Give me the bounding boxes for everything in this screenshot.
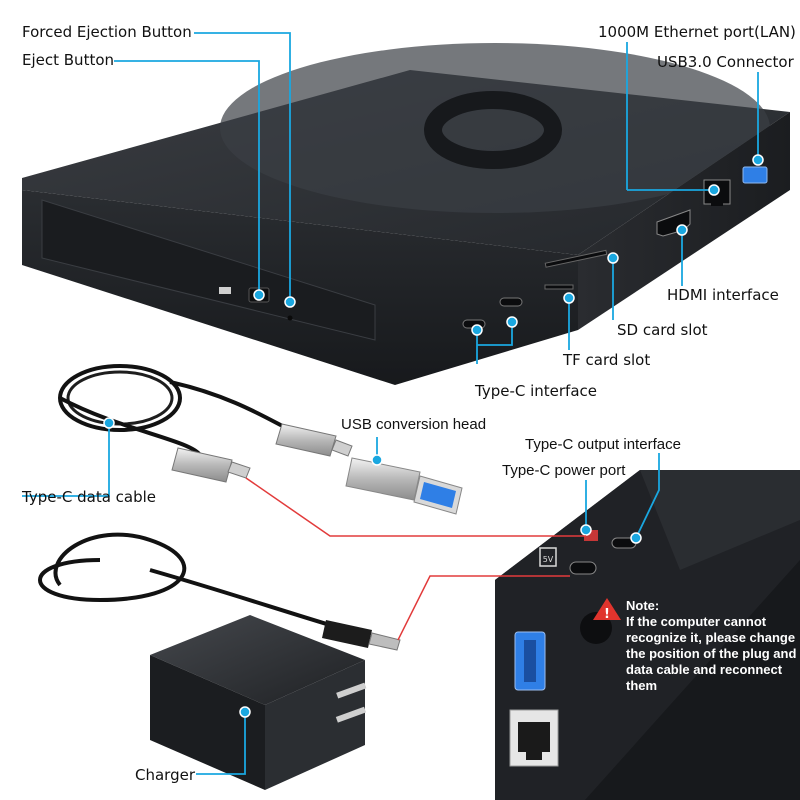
usb-conversion-head [345,457,463,515]
usb-c-port-icon [499,297,523,307]
usb-c-port-icon [569,561,597,575]
usb-port-icon [742,166,768,184]
label-ethernet-port: 1000M Ethernet port(LAN) [598,23,796,41]
label-type-c-power-port: Type-C power port [502,462,626,479]
svg-text:5V: 5V [543,555,554,564]
label-usb-conversion-head: USB conversion head [341,416,487,433]
label-charger: Charger [135,766,195,784]
forced-ejection-hole-icon [287,315,293,321]
sd-slot-icon [544,249,608,268]
label-usb30-connector: USB3.0 Connector [657,53,794,71]
label-type-c-output: Type-C output interface [525,436,681,453]
tf-slot-icon [544,284,574,290]
side-view-zoom: 5V ! [495,470,800,800]
label-sd-card-slot: SD card slot [617,321,708,339]
charger-body [38,532,401,790]
warning-icon [593,598,621,620]
note-body: If the computer cannot recognize it, ple… [626,614,797,693]
svg-text:!: ! [604,607,610,622]
label-type-c-data-cable: Type-C data cable [22,488,157,506]
type-c-data-cable [58,364,353,483]
note-box: Note: If the computer cannot recognize i… [626,598,798,694]
callout-dots [103,154,764,718]
label-eject-button: Eject Button [22,51,115,69]
label-tf-card-slot: TF card slot [563,351,651,369]
label-type-c-interface: Type-C interface [475,382,598,400]
label-hdmi-interface: HDMI interface [667,286,779,304]
label-forced-ejection-button: Forced Ejection Button [22,23,192,41]
note-title: Note: [626,598,660,613]
led-indicator-icon [219,287,231,294]
connection-lines [245,477,586,641]
callout-lines [22,32,759,775]
dvd-drive [22,43,790,385]
